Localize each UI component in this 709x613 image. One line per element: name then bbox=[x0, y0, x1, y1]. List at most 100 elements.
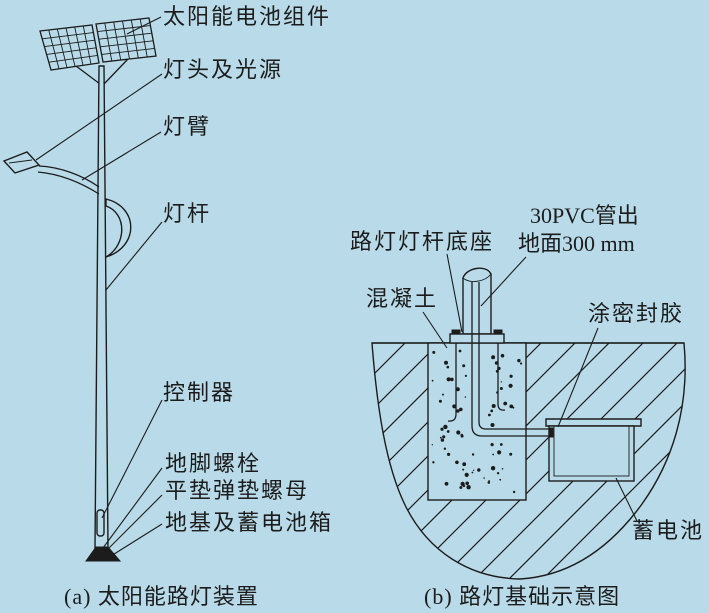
leader-anchor-bolt bbox=[102, 467, 163, 549]
concrete-speckle bbox=[490, 423, 495, 427]
caption-a: (a) 太阳能路灯装置 bbox=[64, 584, 259, 609]
leader-washer-nut bbox=[105, 494, 163, 552]
concrete-speckle bbox=[452, 404, 457, 409]
concrete-speckle bbox=[446, 377, 451, 382]
caption-b: (b) 路灯基础示意图 bbox=[424, 584, 620, 609]
leader-pvc-pipe bbox=[480, 256, 527, 307]
concrete-speckle bbox=[512, 490, 516, 494]
panel-grid-line bbox=[82, 25, 92, 65]
panel-grid-line bbox=[122, 20, 130, 60]
panel-grid-line bbox=[101, 47, 155, 55]
concrete-speckle bbox=[490, 443, 494, 447]
concrete-speckle bbox=[444, 360, 448, 365]
panel-grid-line bbox=[56, 28, 68, 68]
concrete-speckle bbox=[471, 471, 474, 474]
pole-base-foundation bbox=[85, 546, 122, 562]
leader-sealant bbox=[557, 327, 599, 428]
concrete-speckle bbox=[465, 481, 470, 486]
label-anchor-bolt: 地脚螺栓 bbox=[165, 451, 261, 476]
controller-box bbox=[96, 509, 105, 537]
concrete-speckle bbox=[455, 387, 460, 392]
nut-left bbox=[451, 329, 461, 335]
concrete-speckle bbox=[472, 469, 475, 471]
leader-solar-panel bbox=[126, 16, 162, 35]
pole-stub-cut-edge bbox=[462, 273, 492, 282]
concrete-speckle bbox=[462, 364, 466, 368]
leader-lamp-pole bbox=[105, 221, 163, 291]
concrete-speckle bbox=[500, 353, 505, 358]
concrete-speckle bbox=[483, 477, 485, 479]
concrete-speckle bbox=[503, 401, 508, 406]
concrete-speckle bbox=[447, 452, 451, 456]
concrete-speckle bbox=[446, 365, 450, 369]
lamp-arm bbox=[37, 165, 100, 195]
concrete-speckle bbox=[464, 472, 469, 477]
leader-lamp-arm bbox=[81, 131, 162, 181]
concrete-speckle bbox=[456, 409, 460, 413]
panel-grid-line bbox=[74, 26, 84, 66]
anchor-bolt-right bbox=[497, 336, 506, 411]
panel-grid-line bbox=[44, 39, 95, 48]
label-lamp-pole: 灯杆 bbox=[163, 201, 211, 226]
leader-lamp-head bbox=[35, 73, 163, 161]
leader-foundation bbox=[110, 523, 163, 557]
figure-b-foundation: 30PVC管出 地面300 mm 路灯灯杆底座 混凝土 涂密封胶 蓄电池 (b)… bbox=[350, 203, 702, 609]
label-solar-panel: 太阳能电池组件 bbox=[163, 4, 331, 29]
concrete-speckle bbox=[509, 452, 513, 456]
concrete-speckle bbox=[491, 355, 496, 360]
panel-grid-line bbox=[65, 27, 76, 67]
panel-grid-line bbox=[98, 32, 152, 40]
concrete-speckle bbox=[509, 404, 514, 409]
concrete-speckle bbox=[509, 374, 513, 378]
concrete-speckle bbox=[490, 466, 496, 471]
label-sealant: 涂密封胶 bbox=[588, 301, 684, 326]
concrete-speckle bbox=[459, 486, 463, 489]
leader-concrete bbox=[422, 311, 448, 349]
concrete-speckle bbox=[491, 404, 496, 408]
concrete-block bbox=[427, 342, 527, 501]
concrete-speckle bbox=[520, 362, 523, 365]
label-pvc-pipe-line1: 30PVC管出 bbox=[530, 203, 639, 228]
concrete-speckle bbox=[490, 409, 494, 413]
battery-box-lid bbox=[545, 418, 642, 427]
concrete-speckle bbox=[500, 381, 502, 383]
leader-controller bbox=[101, 399, 163, 519]
concrete-speckle bbox=[431, 379, 434, 382]
label-pvc-pipe-line2: 地面300 mm bbox=[518, 231, 635, 256]
concrete-speckle bbox=[443, 424, 448, 430]
pole-stub bbox=[462, 267, 492, 335]
concrete-speckle bbox=[438, 399, 442, 403]
anchor-bolt-left bbox=[447, 336, 457, 422]
leader-battery bbox=[615, 477, 638, 522]
concrete-speckle bbox=[462, 484, 466, 488]
solar-panel-left bbox=[39, 24, 100, 71]
solar-panel-grid bbox=[42, 18, 155, 69]
concrete-speckle bbox=[512, 406, 515, 409]
label-concrete: 混凝土 bbox=[366, 286, 438, 311]
battery-box-inner-wall bbox=[553, 425, 630, 477]
concrete-speckle bbox=[446, 430, 450, 433]
concrete-speckle bbox=[459, 407, 463, 412]
label-lamp-head: 灯头及光源 bbox=[163, 57, 283, 82]
concrete-speckle bbox=[444, 481, 449, 486]
panel-grid-line bbox=[48, 29, 60, 69]
concrete-speckle bbox=[460, 434, 464, 438]
concrete-speckle bbox=[455, 460, 459, 465]
pvc-pipe bbox=[471, 282, 552, 437]
label-foundation-battery-box: 地基及蓄电池箱 bbox=[165, 510, 333, 535]
concrete-speckle bbox=[443, 447, 447, 450]
concrete-speckle bbox=[492, 453, 495, 456]
concrete-speckles bbox=[431, 349, 523, 494]
concrete-speckle bbox=[496, 472, 500, 475]
panel-grid-line bbox=[104, 22, 113, 62]
label-lamp-arm: 灯臂 bbox=[163, 114, 211, 139]
panel-grid-line bbox=[42, 32, 94, 40]
concrete-speckle bbox=[499, 443, 503, 446]
concrete-speckle bbox=[471, 453, 475, 456]
panel-grid-line bbox=[100, 40, 154, 48]
concrete-speckle bbox=[440, 427, 444, 431]
concrete-speckle bbox=[456, 430, 461, 435]
figure-a-solar-street-light: 太阳能电池组件 灯头及光源 灯臂 灯杆 控制器 地脚螺栓 平垫弹垫螺母 地基及蓄… bbox=[2, 4, 333, 609]
concrete-speckle bbox=[462, 462, 467, 467]
pole-base-plate bbox=[449, 333, 505, 344]
